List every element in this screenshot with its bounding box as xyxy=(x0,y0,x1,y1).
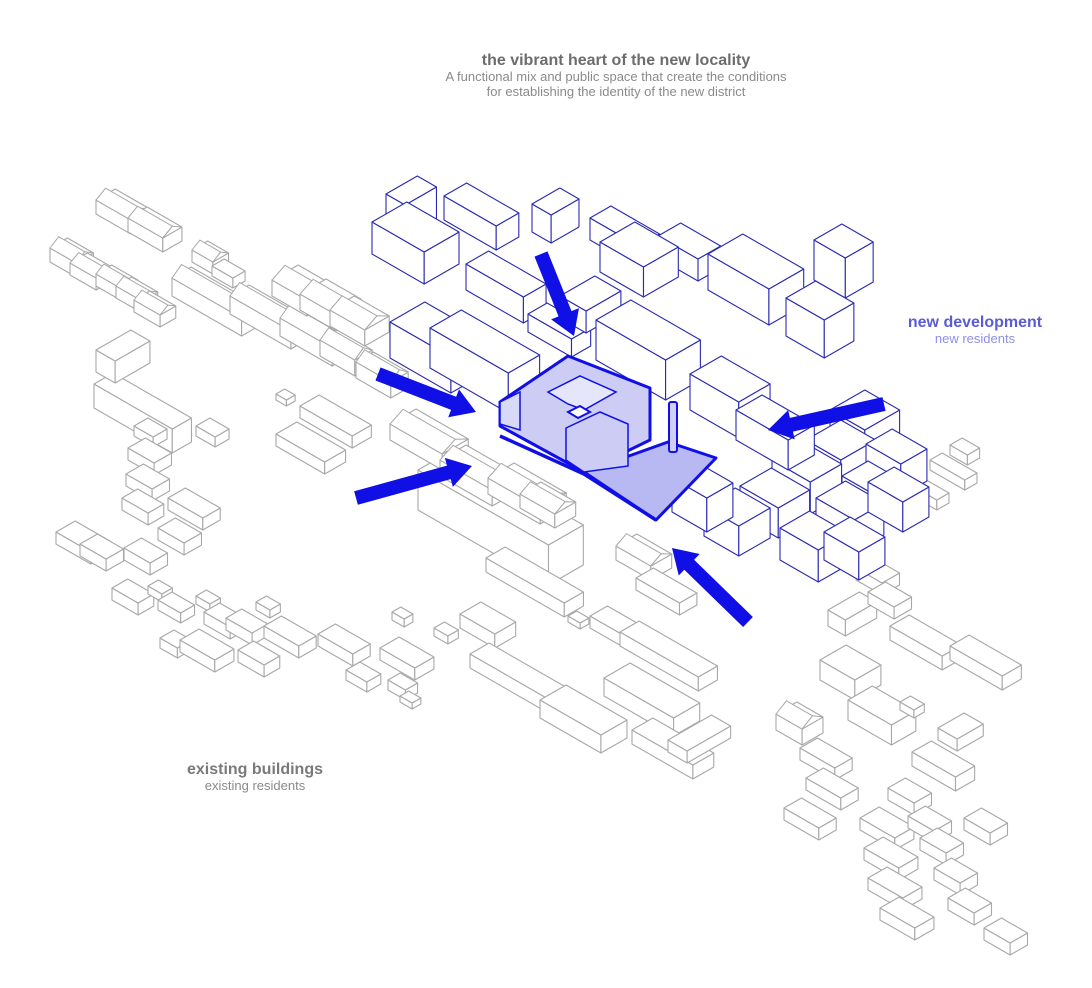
new-buildings-layer xyxy=(371,175,930,583)
new-building xyxy=(813,223,874,299)
arrow-north xyxy=(534,251,579,336)
existing-building xyxy=(433,621,459,645)
existing-building xyxy=(389,408,469,471)
existing-buildings-label: existing buildings existing residents xyxy=(160,761,350,794)
new-building xyxy=(443,182,520,251)
new-building xyxy=(595,299,701,401)
new-building xyxy=(785,280,855,359)
new-building xyxy=(531,187,580,244)
new-building xyxy=(599,221,679,298)
existing-building xyxy=(179,628,235,673)
existing-building xyxy=(93,372,192,454)
arrows-layer xyxy=(354,251,886,628)
existing-building xyxy=(929,452,978,491)
heart-description-line1: A functional mix and public space that c… xyxy=(445,69,787,85)
existing-building xyxy=(963,807,1009,846)
new-building xyxy=(671,462,734,533)
existing-building xyxy=(225,608,269,646)
existing-building xyxy=(667,714,732,764)
existing-building xyxy=(345,661,382,693)
existing-buildings-layer xyxy=(49,187,1029,956)
existing-building xyxy=(919,827,965,866)
existing-building xyxy=(889,614,962,671)
heart-inner-court xyxy=(565,404,593,420)
heart-courtyard xyxy=(546,375,618,411)
arrow-southwest xyxy=(354,457,472,505)
existing-building xyxy=(263,615,317,659)
new-development-label: new development new residents xyxy=(880,314,1070,347)
existing-building xyxy=(805,767,859,811)
existing-building xyxy=(887,777,933,816)
arrow-south xyxy=(672,548,753,628)
existing-building xyxy=(237,640,281,678)
existing-building xyxy=(275,388,296,407)
existing-building xyxy=(879,896,935,941)
existing-building xyxy=(783,797,837,841)
existing-building xyxy=(911,740,976,792)
existing-building xyxy=(899,695,925,719)
existing-building xyxy=(937,712,984,752)
new-development-subtitle: new residents xyxy=(934,331,1016,347)
existing-building xyxy=(167,487,221,531)
existing-building xyxy=(519,481,577,529)
existing-building xyxy=(933,857,979,896)
existing-building xyxy=(485,546,584,618)
existing-building xyxy=(111,578,155,616)
existing-building xyxy=(79,533,125,572)
existing-building xyxy=(949,634,1022,691)
existing-building xyxy=(379,636,435,681)
existing-building xyxy=(983,917,1029,956)
existing-building xyxy=(847,685,917,746)
existing-building xyxy=(827,591,878,637)
central-heart-block xyxy=(498,354,718,522)
existing-building xyxy=(275,421,347,475)
existing-building xyxy=(329,295,390,347)
heart-left-wing xyxy=(499,390,521,432)
existing-building xyxy=(299,394,372,449)
existing-building xyxy=(635,567,698,616)
existing-building xyxy=(211,258,246,289)
existing-building xyxy=(123,537,169,576)
existing-building xyxy=(127,205,183,253)
heart-tower xyxy=(565,411,629,473)
existing-building xyxy=(157,591,196,624)
arrow-east xyxy=(768,397,886,440)
new-development-title: new development xyxy=(907,314,1043,331)
existing-building xyxy=(195,417,230,448)
existing-buildings-subtitle: existing residents xyxy=(204,778,306,794)
existing-building xyxy=(157,517,203,556)
new-building xyxy=(823,516,886,581)
heart-title: the vibrant heart of the new locality xyxy=(481,52,751,69)
arrow-west xyxy=(375,367,476,418)
existing-building xyxy=(399,690,422,710)
existing-building xyxy=(867,581,913,620)
existing-building xyxy=(947,887,993,926)
existing-building xyxy=(317,623,371,667)
heart-outline xyxy=(499,434,657,522)
heart-label: the vibrant heart of the new locality A … xyxy=(396,52,836,100)
existing-building xyxy=(255,595,281,619)
existing-building xyxy=(133,289,177,328)
existing-building xyxy=(121,488,165,526)
new-building xyxy=(371,201,460,285)
existing-building xyxy=(775,700,824,746)
existing-buildings-title: existing buildings xyxy=(186,761,323,778)
existing-building xyxy=(391,606,414,628)
existing-building xyxy=(567,610,590,630)
landmark-chimney xyxy=(668,401,678,453)
new-building xyxy=(465,250,547,324)
new-building xyxy=(867,466,930,533)
existing-building xyxy=(459,601,517,649)
new-building xyxy=(707,233,805,326)
existing-building xyxy=(949,437,981,466)
existing-building xyxy=(619,620,718,692)
existing-building xyxy=(95,329,151,384)
heart-description-line2: for establishing the identity of the new… xyxy=(486,84,746,100)
existing-building xyxy=(539,684,628,754)
